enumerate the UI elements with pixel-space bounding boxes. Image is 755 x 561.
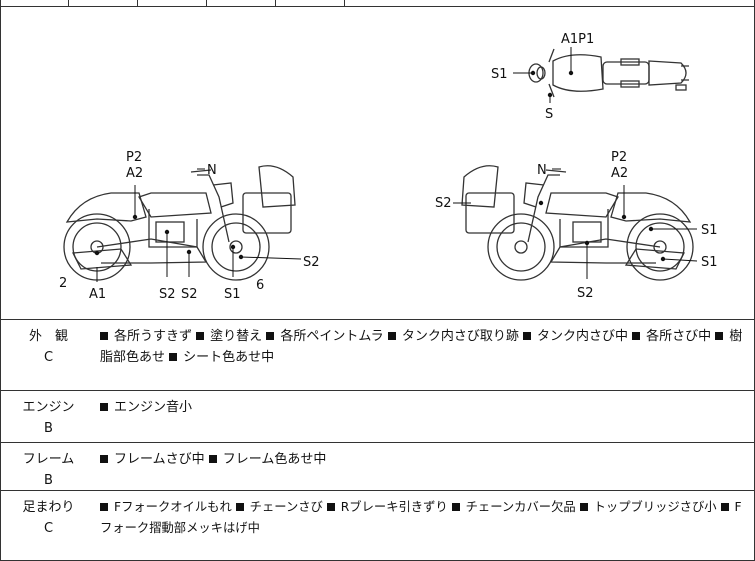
table-cell (68, 0, 69, 6)
square-bullet-icon (100, 403, 108, 411)
row-items: フレームさび中 フレーム色あせ中 (100, 449, 750, 470)
label-left-s1: S1 (224, 287, 241, 302)
label-right-p2: P2 (611, 150, 627, 165)
square-bullet-icon (235, 503, 244, 511)
square-bullet-icon (100, 332, 108, 340)
section-grade: C (43, 350, 54, 365)
label-right-s1-top: S1 (701, 223, 718, 238)
section-name: 足まわり (22, 500, 75, 515)
square-bullet-icon (451, 503, 460, 511)
top-table-strip (0, 0, 755, 7)
section-grade: C (43, 521, 54, 536)
label-left-s2-right: S2 (303, 255, 320, 270)
label-left-s2b: S2 (181, 287, 198, 302)
row-exterior: 外 観 C 各所うすきず 塗り替え 各所ペイントムラ タンク内さび取り跡 タンク… (0, 320, 755, 391)
row-engine: エンジン B エンジン音小 (0, 391, 755, 443)
square-bullet-icon (387, 332, 396, 340)
label-top-s1: S1 (491, 67, 508, 82)
section-name: フレーム (22, 452, 75, 467)
item: 各所ペイントムラ (266, 329, 388, 344)
square-bullet-icon (632, 332, 641, 340)
item: トップブリッジさび小 (579, 500, 721, 514)
label-right-s2-left: S2 (435, 196, 452, 211)
motorcycle-diagram-svg: A1P1 S1 S P2 A2 N 2 A1 S2 S2 S1 6 S2 N P… (59, 32, 718, 302)
section-grade: B (44, 421, 53, 436)
row-items: エンジン音小 (100, 397, 750, 418)
item: Fフォーク摺動部メッキはげ中 (100, 500, 742, 535)
section-name: エンジン (22, 400, 75, 415)
item: Fフォークオイルもれ (100, 500, 236, 514)
square-bullet-icon (208, 455, 217, 463)
square-bullet-icon (100, 455, 108, 463)
square-bullet-icon (100, 503, 108, 511)
table-cell (206, 0, 207, 6)
condition-rows: 外 観 C 各所うすきず 塗り替え 各所ペイントムラ タンク内さび取り跡 タンク… (0, 320, 755, 561)
square-bullet-icon (326, 503, 335, 511)
item: チェーンさび (235, 500, 327, 514)
table-cell (275, 0, 276, 6)
item: タンク内さび中 (522, 329, 632, 344)
square-bullet-icon (266, 332, 275, 340)
square-bullet-icon (522, 332, 531, 340)
leader-lines (96, 47, 698, 282)
item: Rブレーキ引きずり (326, 500, 452, 514)
item: 各所うすきず (100, 329, 196, 344)
item: フレーム色あせ中 (208, 452, 326, 467)
label-left-a2: A2 (126, 166, 143, 181)
top-view-bike (528, 48, 689, 98)
section-name: 外 観 (28, 329, 68, 344)
table-cell (137, 0, 138, 6)
label-left-n: N (207, 163, 217, 178)
table-cell (344, 0, 345, 6)
marker-dots (94, 70, 666, 262)
label-right-s2-bottom: S2 (577, 286, 594, 301)
item: エンジン音小 (100, 400, 192, 415)
row-frame: フレーム B フレームさび中 フレーム色あせ中 (0, 443, 755, 491)
row-label: 足まわり C (1, 491, 96, 539)
item: チェーンカバー欠品 (451, 500, 580, 514)
row-items: Fフォークオイルもれ チェーンさび Rブレーキ引きずり チェーンカバー欠品 トッ… (100, 497, 750, 539)
label-top-a1p1: A1P1 (561, 32, 594, 47)
row-label: フレーム B (1, 443, 96, 491)
label-right-s1-bottom: S1 (701, 255, 718, 270)
label-left-a1: A1 (89, 287, 106, 302)
label-left-p2: P2 (126, 150, 142, 165)
square-bullet-icon (169, 353, 178, 361)
square-bullet-icon (196, 332, 205, 340)
item: タンク内さび取り跡 (387, 329, 523, 344)
label-right-n: N (537, 163, 547, 178)
square-bullet-icon (579, 503, 588, 511)
label-left-2: 2 (59, 276, 67, 291)
label-top-s: S (545, 107, 553, 122)
item: 塗り替え (196, 329, 266, 344)
label-left-s2a: S2 (159, 287, 176, 302)
left-view-bike (63, 165, 296, 281)
table-cell (0, 0, 1, 6)
row-suspension: 足まわり C Fフォークオイルもれ チェーンさび Rブレーキ引きずり チェーンカ… (0, 491, 755, 561)
motorcycle-diagram: A1P1 S1 S P2 A2 N 2 A1 S2 S2 S1 6 S2 N P… (0, 7, 755, 320)
label-right-a2: A2 (611, 166, 628, 181)
square-bullet-icon (715, 332, 724, 340)
row-label: 外 観 C (1, 320, 96, 368)
item: フレームさび中 (100, 452, 209, 467)
right-view-bike (461, 165, 694, 281)
item: 樹脂部色あせ (100, 329, 743, 365)
row-items: 各所うすきず 塗り替え 各所ペイントムラ タンク内さび取り跡 タンク内さび中 各… (100, 326, 750, 368)
row-label: エンジン B (1, 391, 96, 439)
label-left-6: 6 (256, 278, 264, 293)
item: シート色あせ中 (169, 350, 274, 365)
square-bullet-icon (720, 503, 729, 511)
section-grade: B (44, 473, 53, 488)
item: 各所さび中 (632, 329, 715, 344)
